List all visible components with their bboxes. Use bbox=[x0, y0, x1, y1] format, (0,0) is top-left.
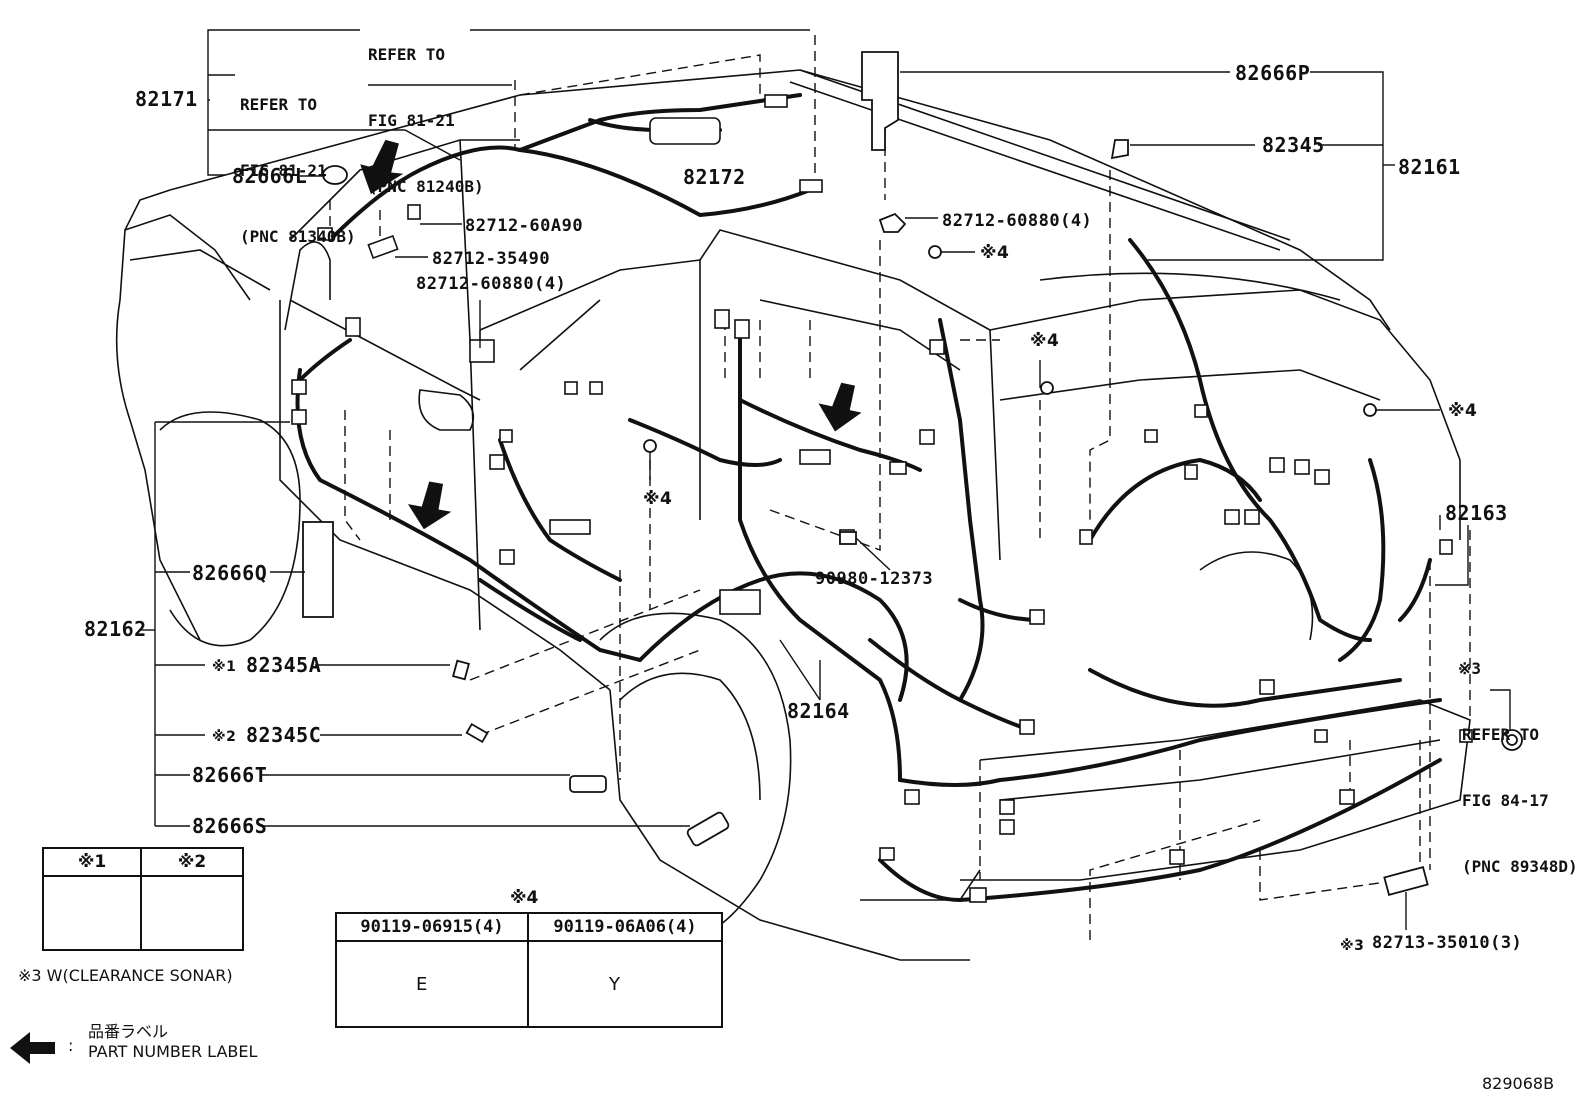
part-82164-label: 82164 bbox=[787, 699, 850, 723]
part-82345A-label: 82345A bbox=[246, 653, 322, 677]
part-82163-label: 82163 bbox=[1445, 501, 1508, 525]
part-82712-60880-right-label: 82712-60880(4) bbox=[942, 211, 1093, 231]
refer-line: (PNC 81340B) bbox=[240, 227, 356, 246]
part-82666P-label: 82666P bbox=[1235, 61, 1311, 85]
connectors bbox=[291, 94, 1473, 903]
bolt-legend-table: 90119-06915(4) 90119-06A06(4) bbox=[335, 912, 723, 1028]
part-label-jp: 品番ラベル bbox=[88, 1022, 169, 1041]
part-label-arrows bbox=[360, 139, 862, 530]
bolt-1-letter: E bbox=[416, 974, 428, 995]
refer-line: FIG 81-21 bbox=[240, 161, 327, 180]
label-colon: : bbox=[68, 1036, 74, 1055]
bolt-2-letter: Y bbox=[609, 974, 620, 995]
bolt-2-part: 90119-06A06(4) bbox=[553, 917, 697, 937]
connector-legend-table: ※1 ※2 bbox=[42, 847, 244, 951]
arrow-legend-icon bbox=[10, 1032, 55, 1064]
clip-82345-part bbox=[1110, 139, 1129, 160]
refer-line: REFER TO bbox=[1462, 725, 1540, 744]
component-parts bbox=[302, 51, 1523, 896]
part-82171-label: 82171 bbox=[135, 87, 198, 111]
note-4-bolt-c: ※4 bbox=[1448, 401, 1478, 421]
refer-line: FIG 81-21 bbox=[368, 111, 455, 130]
part-label-en: PART NUMBER LABEL bbox=[88, 1042, 258, 1061]
figure-id: 829068B bbox=[1482, 1074, 1555, 1093]
part-82345-label: 82345 bbox=[1262, 133, 1325, 157]
sensor-82666S-part bbox=[686, 811, 730, 847]
part-82713-35010-label: 82713-35010(3) bbox=[1372, 933, 1523, 953]
note-mark: ※3 bbox=[1458, 659, 1482, 678]
part-82172-label: 82172 bbox=[683, 165, 746, 189]
part-82666Q-label: 82666Q bbox=[192, 561, 268, 585]
leader-lines bbox=[140, 29, 1511, 930]
part-82712-60880-left-label: 82712-60880(4) bbox=[416, 274, 567, 294]
part-82666S-label: 82666S bbox=[192, 814, 268, 838]
legend-col-2: ※2 bbox=[177, 852, 207, 872]
harness-wires bbox=[295, 93, 1442, 903]
part-82161-label: 82161 bbox=[1398, 155, 1461, 179]
refer-fig-84-17: ※3 REFER TO FIG 84-17 (PNC 89348D) bbox=[1458, 614, 1578, 900]
refer-line: REFER TO bbox=[240, 95, 318, 114]
note-3-mark: ※3 bbox=[1340, 938, 1365, 954]
bolt-1-part: 90119-06915(4) bbox=[360, 917, 504, 937]
part-90980-12373-label: 90980-12373 bbox=[815, 569, 934, 589]
label-82713-part bbox=[1383, 866, 1429, 896]
part-82162-label: 82162 bbox=[84, 617, 147, 641]
refer-line: REFER TO bbox=[368, 45, 446, 64]
refer-line: (PNC 89348D) bbox=[1462, 857, 1578, 876]
note-4-bolt-d: ※4 bbox=[643, 489, 673, 509]
sensor-82666L-part bbox=[322, 165, 348, 185]
part-82345C-label: 82345C bbox=[246, 723, 322, 747]
part-82666L-label: 82666L bbox=[232, 164, 308, 188]
clearance-sonar-note: ※3 W(CLEARANCE SONAR) bbox=[18, 966, 233, 985]
refer-line: (PNC 81240B) bbox=[368, 177, 484, 196]
note-4-bolt-a: ※4 bbox=[980, 243, 1010, 263]
bolt-table-note: ※4 bbox=[510, 888, 539, 908]
sensor-82666T-part bbox=[569, 775, 607, 793]
note-2-mark: ※2 bbox=[212, 729, 237, 745]
part-82712-60A90-label: 82712-60A90 bbox=[465, 216, 584, 236]
legend-col-1: ※1 bbox=[77, 852, 107, 872]
refer-line: FIG 84-17 bbox=[1462, 791, 1549, 810]
note-1-mark: ※1 bbox=[212, 659, 237, 675]
refer-fig-81-21-b: REFER TO FIG 81-21 (PNC 81340B) bbox=[240, 50, 356, 270]
module-82666Q-part bbox=[302, 521, 334, 618]
refer-fig-81-21-a: REFER TO FIG 81-21 (PNC 81240B) bbox=[368, 0, 484, 220]
part-82666T-label: 82666T bbox=[192, 763, 268, 787]
part-82712-35490-label: 82712-35490 bbox=[432, 249, 551, 269]
dashed-reference-lines bbox=[329, 35, 1471, 940]
bracket-82666P-part bbox=[861, 51, 899, 151]
note-4-bolt-b: ※4 bbox=[1030, 331, 1060, 351]
